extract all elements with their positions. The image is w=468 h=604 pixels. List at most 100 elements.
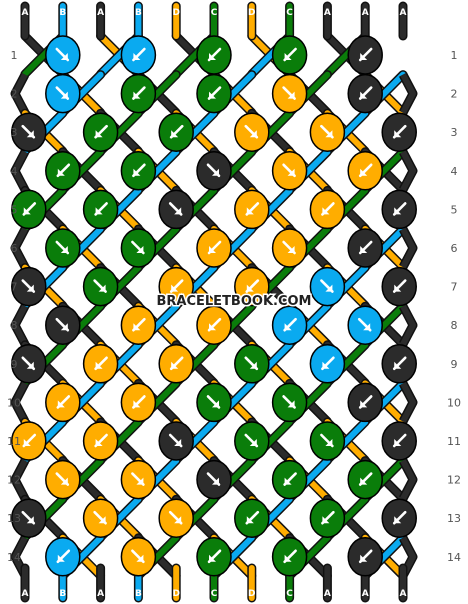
arrow-head: [212, 477, 219, 485]
arrow-head: [363, 323, 371, 331]
arrow-head: [287, 168, 295, 176]
arrow-head: [95, 439, 103, 446]
top-strand-label: A: [324, 8, 331, 18]
bottom-strand-label: B: [135, 589, 142, 599]
row-label-right: 1: [451, 49, 458, 62]
arrow-head: [325, 130, 333, 138]
knot: [158, 112, 194, 152]
knot: [45, 151, 81, 191]
knot: [347, 151, 383, 191]
knot-layer: [11, 35, 417, 577]
arrow-head: [249, 361, 257, 369]
arrow-head: [325, 284, 333, 292]
bottom-strand-label: B: [59, 589, 66, 599]
arrow-head: [171, 130, 179, 138]
arrow-head: [60, 53, 68, 60]
arrow-head: [322, 361, 330, 369]
knot: [82, 189, 119, 230]
knot: [347, 382, 383, 423]
arrow-head: [26, 516, 34, 524]
knot: [234, 498, 270, 538]
row-label-left: 10: [7, 396, 21, 409]
top-strand-label: C: [286, 8, 293, 18]
bottom-strand-label: A: [362, 589, 369, 599]
row-label-left: 7: [11, 281, 18, 294]
row-label-left: 11: [7, 435, 21, 448]
knot: [158, 189, 194, 230]
knot: [120, 382, 157, 423]
arrow-head: [98, 284, 106, 292]
row-label-left: 8: [11, 319, 18, 332]
knot: [158, 266, 194, 307]
bottom-strand-label: D: [172, 589, 179, 599]
knot: [45, 228, 81, 268]
arrow-head: [98, 516, 106, 524]
edge-strand: [12, 459, 28, 500]
arrow-head: [360, 91, 368, 99]
knot: [11, 189, 47, 230]
knot: [271, 305, 308, 345]
arrow-head: [174, 516, 182, 524]
row-label-right: 4: [451, 165, 458, 178]
knot: [271, 382, 308, 423]
arrow-head: [209, 323, 216, 331]
knot: [234, 344, 270, 384]
arrow-head: [95, 130, 103, 138]
arrow-head: [171, 361, 179, 369]
edge-strand: [12, 73, 28, 114]
knot: [271, 228, 308, 268]
arrow-head: [95, 207, 103, 215]
bottom-strand-label: A: [22, 589, 29, 599]
top-strand-label: A: [362, 8, 369, 18]
knot: [234, 189, 270, 230]
arrow-head: [95, 361, 103, 369]
arrow-head: [394, 516, 402, 524]
knot: [82, 112, 119, 152]
arrow-head: [60, 477, 68, 485]
knot: [381, 189, 417, 230]
knot: [196, 382, 232, 423]
knot: [196, 151, 232, 191]
edge-strand: [12, 382, 28, 423]
edge-strand: [400, 459, 416, 500]
knot: [347, 73, 383, 114]
knot: [309, 189, 346, 230]
arrow-head: [360, 477, 368, 485]
knot: [234, 421, 270, 461]
row-label-right: 5: [451, 203, 458, 216]
arrow-head: [325, 439, 333, 446]
top-strand-label: D: [172, 8, 179, 18]
knot: [11, 421, 47, 461]
arrow-head: [57, 554, 65, 562]
row-label-left: 4: [11, 165, 18, 178]
top-strand-label: D: [248, 8, 255, 18]
knot: [234, 112, 270, 152]
row-label-right: 14: [447, 551, 461, 564]
arrow-head: [394, 284, 402, 292]
bottom-strand-label: C: [286, 589, 293, 599]
arrow-head: [394, 130, 402, 138]
row-label-left: 9: [11, 358, 18, 371]
knot: [120, 151, 157, 191]
edge-strand: [400, 150, 416, 192]
arrow-head: [360, 168, 368, 176]
knot: [381, 421, 417, 461]
knot: [158, 344, 194, 384]
knot: [45, 35, 81, 75]
arrow-head: [360, 400, 368, 408]
row-label-right: 3: [451, 126, 458, 139]
arrow-head: [360, 53, 368, 60]
row-label-left: 2: [11, 88, 18, 101]
knot: [347, 228, 383, 268]
row-label-left: 5: [11, 203, 18, 216]
watermark-text: BRACELETBOOK.COM: [157, 294, 312, 309]
knot: [271, 151, 308, 191]
row-label-right: 9: [451, 358, 458, 371]
arrow-head: [133, 168, 141, 176]
knot: [45, 382, 81, 423]
arrow-head: [209, 53, 216, 60]
knot: [82, 344, 119, 384]
knot: [381, 266, 417, 307]
